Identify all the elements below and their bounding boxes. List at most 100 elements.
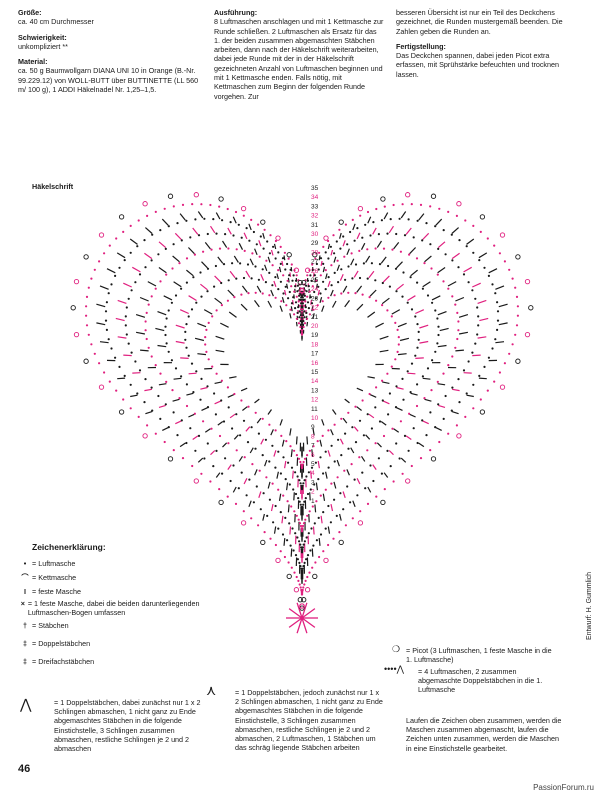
chain-stitch-mark: [137, 415, 140, 418]
stitch-mark: [192, 435, 199, 440]
chain-stitch-mark: [391, 248, 394, 251]
chain-stitch-mark: [242, 419, 246, 422]
chain-stitch-mark: [282, 456, 285, 459]
picot-mark: [479, 214, 486, 220]
chain-stitch-mark: [429, 411, 432, 414]
chain-stitch-mark: [184, 330, 187, 333]
chain-stitch-mark: [286, 262, 289, 266]
picot-mark: [304, 587, 311, 593]
round-number: 20: [311, 323, 319, 330]
stitch-mark: [201, 407, 208, 411]
chain-stitch-mark: [457, 320, 460, 323]
legend-picot-text: = Picot (3 Luftmaschen, 1 feste Masche i…: [406, 646, 552, 665]
chain-stitch-mark: [251, 252, 254, 255]
chain-stitch-mark: [287, 461, 290, 464]
chain-stitch-mark: [207, 321, 210, 324]
legend-symbol-icon: ×: [20, 599, 25, 608]
chain-stitch-mark: [104, 310, 108, 313]
chain-stitch-mark: [319, 494, 322, 497]
stitch-mark: [311, 306, 314, 312]
chain-stitch-mark: [305, 284, 308, 287]
chain-stitch-mark: [299, 524, 303, 528]
chain-stitch-mark: [180, 375, 183, 378]
round-number: 12: [311, 397, 319, 404]
stitch-mark: [243, 232, 248, 240]
chain-stitch-mark: [381, 304, 384, 307]
picot-mark: [218, 499, 224, 506]
chain-stitch-mark: [297, 322, 301, 325]
chain-stitch-mark: [354, 292, 357, 295]
stitch-mark: [400, 211, 407, 219]
chain-stitch-mark: [277, 269, 280, 272]
stitch-mark: [172, 398, 180, 402]
chain-stitch-mark: [423, 262, 426, 265]
chain-stitch-mark: [292, 549, 295, 552]
stitch-mark: [336, 264, 340, 272]
chain-stitch-mark: [300, 527, 303, 530]
picot-mark: [479, 409, 486, 415]
chain-stitch-mark: [226, 299, 229, 302]
stitch-mark: [281, 515, 284, 524]
chain-stitch-mark: [197, 434, 201, 437]
chain-stitch-mark: [163, 440, 166, 444]
chain-stitch-mark: [410, 362, 414, 365]
chain-stitch-mark: [110, 347, 113, 350]
chain-stitch-mark: [410, 464, 413, 468]
stitch-mark: [220, 322, 229, 328]
chain-stitch-mark: [383, 205, 386, 208]
stitch-mark: [415, 309, 425, 315]
stitch-mark: [215, 472, 221, 478]
stitch-mark: [200, 283, 208, 291]
chain-stitch-mark: [382, 434, 386, 438]
chain-stitch-mark: [165, 380, 168, 383]
chain-stitch-mark: [289, 268, 292, 271]
stitch-mark: [217, 421, 224, 426]
chain-stitch-mark: [375, 207, 378, 211]
chain-stitch-mark: [456, 311, 459, 314]
chain-stitch-mark: [146, 214, 149, 217]
chain-stitch-mark: [304, 518, 307, 521]
stitch-mark: [227, 227, 232, 235]
chain-stitch-mark: [364, 487, 367, 490]
chain-stitch-mark: [319, 274, 322, 277]
stitch-mark: [273, 280, 277, 287]
chain-stitch-mark: [437, 325, 440, 328]
chain-stitch-mark: [294, 532, 297, 535]
chain-stitch-mark: [304, 579, 307, 582]
chain-stitch-mark: [386, 449, 389, 452]
stitch-mark: [270, 503, 274, 512]
chain-stitch-mark: [302, 460, 305, 464]
stitch-mark: [488, 268, 498, 274]
chain-stitch-mark: [277, 251, 280, 254]
chain-stitch-mark: [242, 510, 245, 513]
chain-stitch-mark: [291, 279, 294, 282]
round-number: 13: [311, 387, 319, 394]
chain-stitch-mark: [416, 323, 419, 326]
chain-stitch-mark: [193, 412, 196, 415]
chain-stitch-mark: [295, 514, 298, 517]
chain-stitch-mark: [478, 374, 481, 377]
stitch-mark: [397, 322, 407, 328]
chain-stitch-mark: [277, 450, 280, 453]
stitch-mark: [455, 296, 465, 302]
chain-stitch-mark: [203, 217, 206, 220]
round-number: 4: [311, 470, 315, 477]
chain-stitch-mark: [165, 273, 168, 276]
chain-stitch-mark: [397, 336, 400, 339]
chain-stitch-mark: [269, 537, 272, 540]
chain-stitch-mark: [380, 219, 383, 222]
chain-stitch-mark: [285, 440, 288, 443]
round-number: 14: [311, 378, 319, 385]
material-label: Material:: [18, 57, 48, 67]
stitch-mark: [292, 300, 294, 305]
chain-stitch-mark: [406, 370, 409, 373]
chain-stitch-mark: [288, 290, 291, 294]
chain-stitch-mark: [386, 309, 389, 312]
chain-stitch-mark: [381, 399, 384, 402]
chain-stitch-mark: [206, 442, 209, 445]
chain-stitch-mark: [279, 511, 282, 514]
stitch-mark: [396, 283, 404, 291]
legend-text: = Stäbchen: [32, 621, 69, 630]
chain-stitch-mark: [356, 227, 359, 230]
stitch-mark: [376, 240, 383, 248]
